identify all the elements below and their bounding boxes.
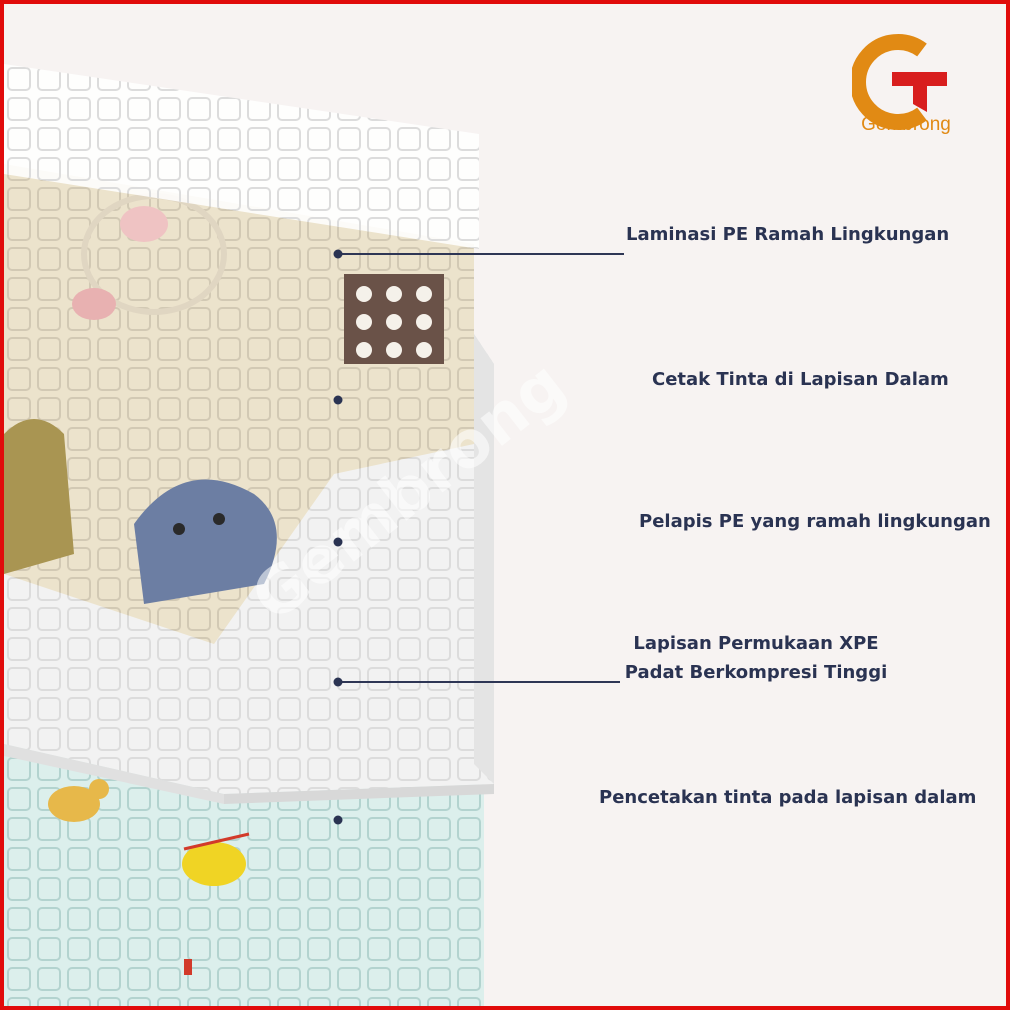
layer-pointer-dot-4	[333, 677, 343, 687]
layer-pointer-dot-2	[333, 395, 343, 405]
layer-label-xpe-line2: Padat Berkompresi Tinggi	[624, 662, 888, 683]
layer-pointer-dot-1	[333, 249, 343, 259]
layer-label-ink-printing: Pencetakan tinta pada lapisan dalam	[599, 787, 977, 808]
layer-pointer-dot-3	[333, 537, 343, 547]
leader-lines	[333, 249, 904, 825]
brand-name: Gembrong	[861, 114, 951, 135]
layer-pointer-dot-5	[333, 815, 343, 825]
layer-label-ink-inner: Cetak Tinta di Lapisan Dalam	[652, 369, 949, 390]
ink-print-layer	[4, 164, 474, 644]
layered-mat-illustration: Gembrong	[4, 64, 904, 1006]
layer-label-lamination: Laminasi PE Ramah Lingkungan	[626, 224, 950, 245]
pe-lamination-layer	[4, 64, 479, 249]
gembrong-logo	[852, 34, 947, 130]
layer-label-xpe-line1: Lapisan Permukaan XPE	[633, 633, 879, 654]
layer-label-xpe: Lapisan Permukaan XPE Padat Berkompresi …	[616, 629, 896, 687]
layer-label-pe-coating: Pelapis PE yang ramah lingkungan	[639, 511, 991, 532]
